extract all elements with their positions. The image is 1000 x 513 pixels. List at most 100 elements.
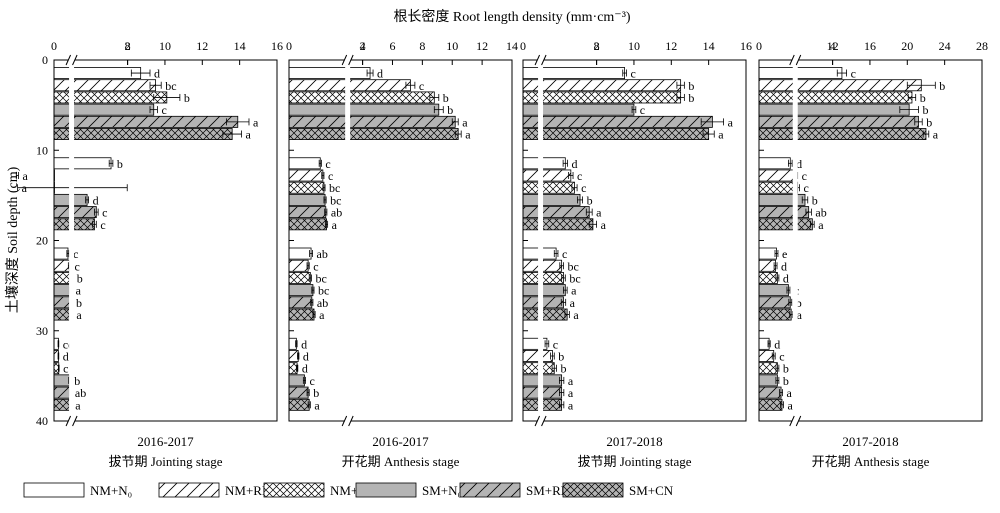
break-mark [65, 415, 72, 427]
significance-letter: a [571, 284, 577, 298]
break-mark [795, 415, 802, 427]
significance-letter: c [802, 169, 807, 183]
x-tick-label: 12 [827, 39, 839, 53]
break-mask [792, 419, 799, 423]
bar-2-20-30-NM+RN [288, 259, 309, 272]
bar-4-10-20-SM+CN [758, 218, 813, 231]
significance-letter: a [601, 218, 607, 232]
bar-1-30-40-SM+RN [53, 386, 71, 399]
significance-letter: ab [317, 296, 328, 310]
legend-label: SM+CN [629, 483, 674, 498]
y-tick-label: 20 [36, 234, 48, 248]
significance-letter: c [779, 350, 784, 364]
significance-letter: a [818, 218, 824, 232]
significance-letter: a [573, 308, 579, 322]
panel-title-stage: 开花期 Anthesis stage [342, 454, 460, 469]
significance-letter: a [787, 386, 793, 400]
bar-4-20-30-NM+RN [758, 259, 776, 272]
bar-1-0-10-NM+N₀ [53, 67, 142, 80]
bar-4-20-30-SM+CN [758, 308, 792, 321]
significance-letter: a [246, 128, 252, 142]
y-tick-label: 0 [42, 53, 48, 67]
break-mark [341, 415, 348, 427]
bar-3-20-30-SM+RN [522, 296, 564, 309]
bar-1-20-30-SM+RN [53, 296, 72, 309]
x-tick-label: 10 [159, 39, 171, 53]
bar-4-30-40-SM+CN [758, 398, 783, 411]
bar-2-0-10-NM+CN [288, 91, 435, 104]
bar-1-10-20-SM+RN [53, 206, 97, 219]
x-tick-label: 14 [703, 39, 715, 53]
significance-letter: b [184, 91, 190, 105]
significance-letter: b [688, 91, 694, 105]
bar-3-30-40-NM+RN [522, 350, 553, 362]
x-tick-label: 4 [360, 39, 366, 53]
significance-letter: b [447, 103, 453, 117]
significance-letter: d [377, 67, 383, 81]
significance-letter: b [117, 157, 123, 171]
significance-letter: a [23, 169, 29, 183]
significance-letter: b [923, 103, 929, 117]
significance-letter: d [783, 271, 789, 285]
significance-letter: c [553, 337, 558, 351]
panel-title-year: 2017-2018 [842, 434, 898, 449]
bar-3-0-10-SM+RN [522, 115, 713, 128]
bar-1-20-30-NM+CN [53, 271, 73, 284]
bar-4-30-40-NM+CN [758, 362, 778, 375]
break-mark [65, 54, 72, 66]
significance-letter: c [803, 181, 808, 195]
significance-letter: c [577, 169, 582, 183]
break-mark [541, 54, 547, 66]
bar-4-0-10-NM+N₀ [758, 67, 843, 80]
significance-letter: c [63, 362, 68, 376]
bar-2-10-20-NM+RN [288, 169, 324, 182]
x-tick-label: 20 [901, 39, 913, 53]
break-mark [348, 54, 354, 66]
x-tick-label: 0 [51, 39, 57, 53]
bar-1-20-30-NM+RN [53, 259, 70, 272]
x-axis-title: 根长密度 Root length density (mm·cm⁻³) [393, 8, 630, 25]
significance-letter: b [796, 296, 802, 310]
bar-4-0-10-SM+CN [758, 128, 927, 141]
significance-letter: c [310, 374, 315, 388]
legend-swatch [23, 482, 85, 498]
significance-letter: a [76, 284, 82, 298]
bar-2-30-40-NM+CN [288, 362, 298, 375]
significance-letter: ab [815, 206, 826, 220]
x-tick-label: 14 [506, 39, 518, 53]
x-tick-label: 0 [756, 39, 762, 53]
bar-2-0-10-SM+N₀ [288, 103, 440, 116]
significance-letter: c [313, 259, 318, 273]
break-mark [72, 54, 78, 66]
significance-letter: a [253, 115, 259, 129]
bar-4-30-40-NM+N₀ [758, 337, 770, 350]
bar-4-0-10-NM+CN [758, 91, 913, 104]
significance-letter: b [587, 193, 593, 207]
bar-2-10-20-SM+CN [288, 218, 327, 231]
significance-letter: b [443, 91, 449, 105]
significance-letter: c [630, 67, 635, 81]
bar-2-30-40-NM+RN [288, 350, 299, 362]
bar-4-20-30-NM+N₀ [758, 247, 777, 260]
bar-2-10-20-NM+N₀ [288, 157, 321, 170]
bar-2-20-30-SM+N₀ [288, 284, 314, 297]
significance-letter: b [783, 374, 789, 388]
bar-3-10-20-NM+CN [522, 181, 575, 194]
panel-title-year: 2016-2017 [372, 434, 429, 449]
break-mark [789, 54, 795, 66]
significance-letter: bc [318, 284, 329, 298]
bar-4-30-40-SM+RN [758, 386, 782, 399]
significance-letter: c [581, 181, 586, 195]
significance-letter: a [787, 398, 793, 412]
break-mask [68, 419, 75, 423]
break-mark [72, 415, 78, 427]
significance-letter: b [558, 350, 564, 364]
significance-letter: bc [165, 79, 176, 93]
significance-letter: bc [330, 193, 341, 207]
bar-4-10-20-NM+N₀ [758, 157, 791, 170]
